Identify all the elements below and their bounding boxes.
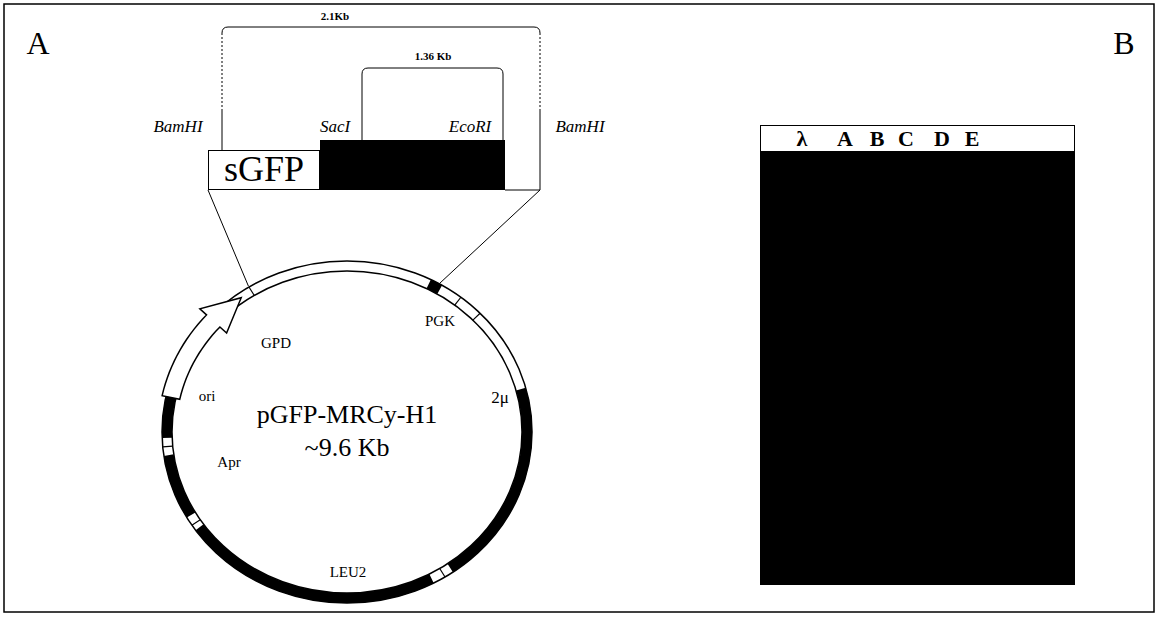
segment-tick bbox=[192, 520, 200, 525]
gene-box: sGFP bbox=[208, 150, 320, 190]
size-label: 2.1Kb bbox=[321, 10, 349, 22]
ring-outer bbox=[162, 261, 532, 603]
panel-letter: A bbox=[26, 26, 49, 61]
node-title: pGFP-MRCy-H1 bbox=[257, 401, 438, 430]
element-label: GPD bbox=[261, 335, 291, 352]
site-line bbox=[540, 110, 541, 190]
lane-label: C bbox=[898, 127, 914, 151]
element-label: 2μ bbox=[491, 389, 509, 408]
site-label: BamHI bbox=[555, 118, 604, 137]
lane-label: E bbox=[965, 127, 980, 151]
insert-box bbox=[320, 140, 505, 190]
segment-tick bbox=[163, 445, 173, 447]
gene-segment bbox=[429, 284, 440, 290]
figure-frame bbox=[4, 4, 1154, 612]
plasmid-ring bbox=[159, 258, 535, 606]
site-line bbox=[540, 33, 541, 110]
gene-segment bbox=[450, 389, 527, 568]
site-line bbox=[222, 110, 223, 150]
element-label: ori bbox=[199, 388, 216, 405]
lane-label: D bbox=[934, 127, 950, 151]
node-title: sGFP bbox=[224, 150, 304, 190]
plasmid-map: pGFP-MRCy-H1 ~9.6 Kb bbox=[159, 258, 535, 606]
site-label: SacI bbox=[320, 118, 350, 137]
gel-image bbox=[760, 125, 1075, 585]
promoter-arrow bbox=[162, 298, 241, 400]
segment-tick bbox=[455, 297, 461, 305]
element-label: PGK bbox=[425, 313, 455, 330]
lane-label: B bbox=[870, 127, 885, 151]
expansion-line bbox=[505, 190, 540, 191]
size-bracket bbox=[362, 68, 503, 140]
lane-label: λ bbox=[797, 127, 808, 151]
site-label: BamHI bbox=[153, 118, 202, 137]
size-label: 1.36 Kb bbox=[415, 50, 452, 62]
gel-header bbox=[761, 126, 1075, 152]
segment-tick bbox=[473, 313, 480, 320]
element-label: Apr bbox=[217, 454, 240, 471]
site-label: EcoRI bbox=[449, 118, 491, 137]
segment-tick bbox=[440, 569, 445, 577]
site-line bbox=[222, 33, 223, 110]
panel-letter: B bbox=[1113, 26, 1134, 61]
expansion-line bbox=[208, 190, 248, 286]
lane-label: A bbox=[837, 127, 853, 151]
element-label: LEU2 bbox=[330, 564, 367, 581]
gene-segment bbox=[200, 527, 432, 598]
size-bracket bbox=[222, 27, 540, 33]
node-subtitle: ~9.6 Kb bbox=[305, 434, 390, 463]
segment-tick bbox=[249, 287, 254, 295]
expansion-line bbox=[440, 190, 540, 283]
gene-segment bbox=[169, 455, 191, 515]
